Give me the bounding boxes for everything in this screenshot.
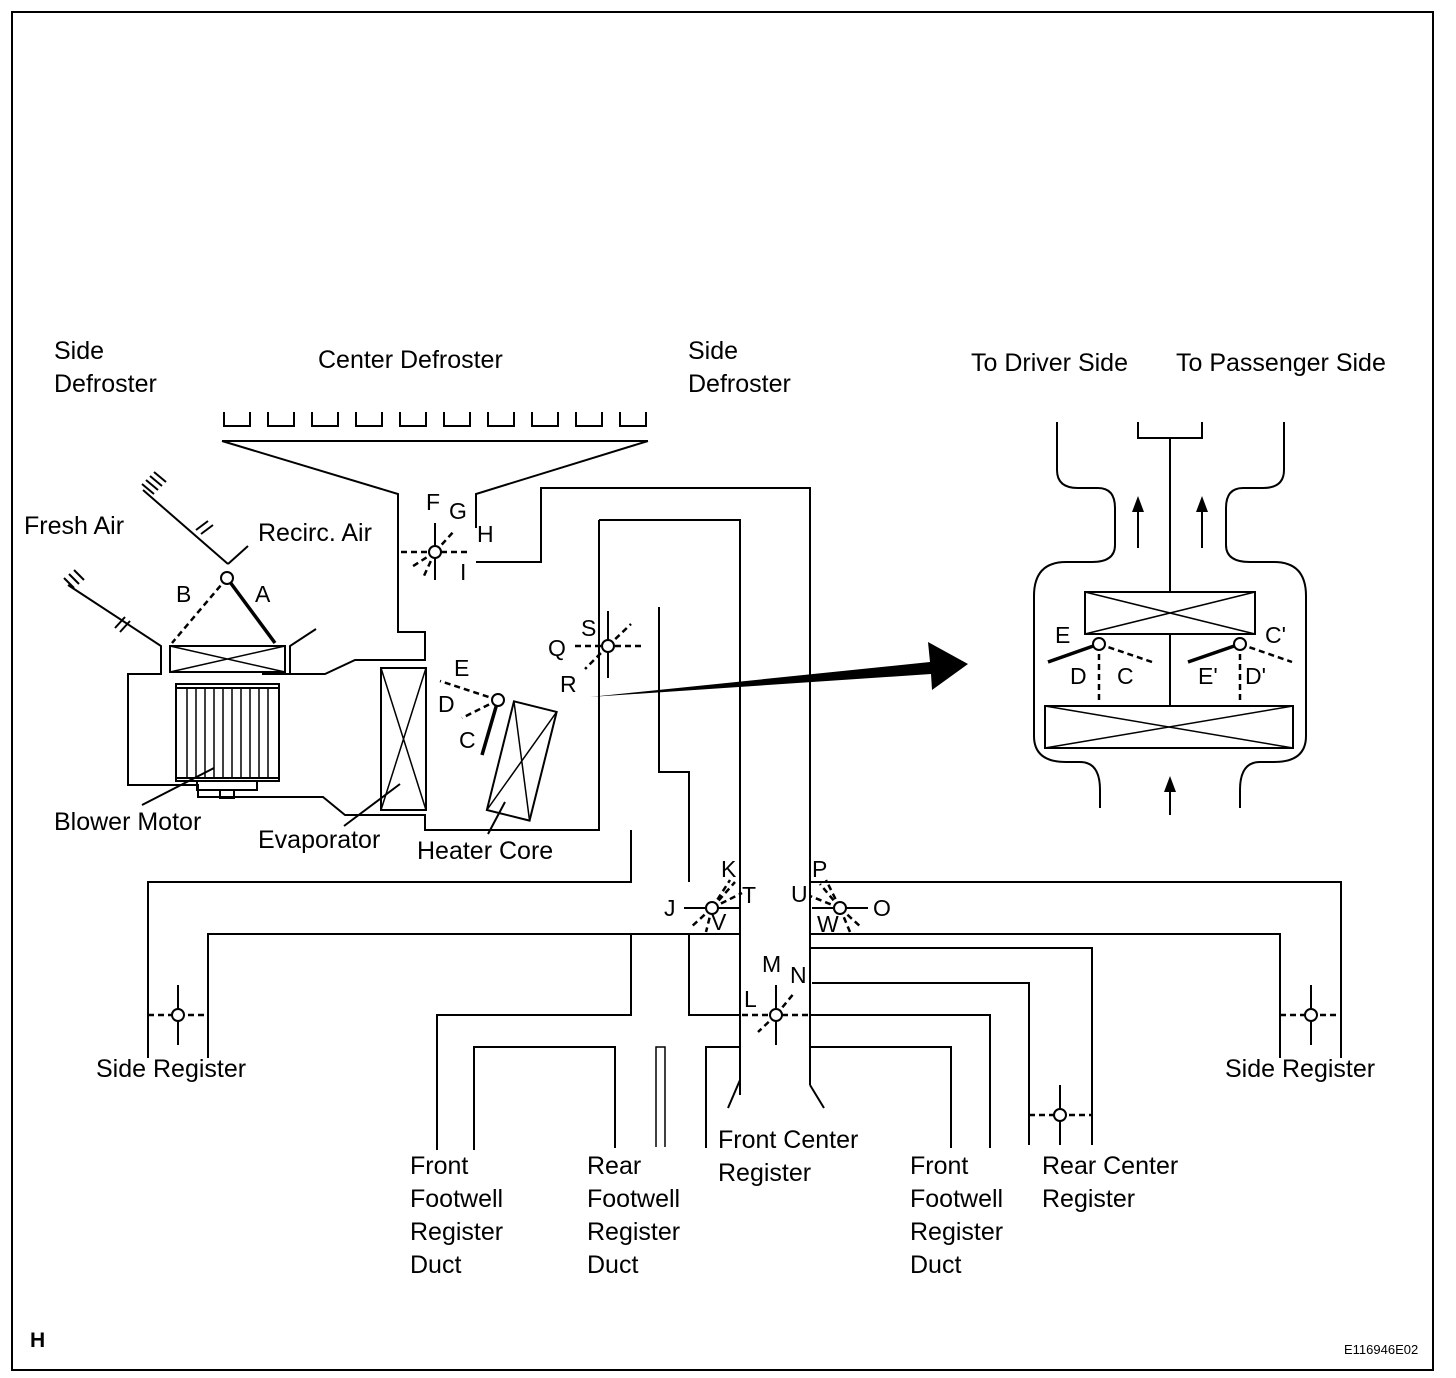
inset-door-letters: E D C C' E' D' [1055, 622, 1286, 689]
side-defroster-right-label-1: Side [688, 337, 738, 365]
inset-letter-c: C [1117, 663, 1134, 689]
side-register-left-label: Side Register [96, 1055, 246, 1083]
front-center-register-line2: Register [718, 1159, 811, 1187]
door-letter-k: K [721, 856, 737, 882]
inset-detail [1033, 422, 1307, 815]
front-footwell-right-line1: Front [910, 1152, 968, 1180]
inset-letter-e: E [1055, 622, 1070, 648]
door-letter-h: H [477, 521, 494, 547]
hvac-case [147, 440, 1342, 1150]
center-defroster-label: Center Defroster [318, 346, 503, 374]
door-letter-l: L [744, 986, 757, 1012]
intake-section [63, 471, 317, 799]
to-driver-side-label: To Driver Side [971, 349, 1128, 377]
door-letter-o: O [873, 895, 891, 921]
front-footwell-left-line3: Register [410, 1218, 503, 1246]
air-filter [169, 645, 286, 673]
door-letter-v: V [711, 909, 727, 935]
side-defroster-left-label-2: Defroster [54, 370, 157, 398]
lmn-door [742, 985, 810, 1045]
front-footwell-left-line4: Duct [410, 1251, 461, 1279]
front-footwell-right-line2: Footwell [910, 1185, 1003, 1213]
door-letter-s: S [581, 615, 596, 641]
door-letter-p: P [812, 856, 827, 882]
jktv-door [684, 879, 743, 933]
front-footwell-left-line1: Front [410, 1152, 468, 1180]
leader-lines [141, 767, 506, 835]
upwo-door [809, 879, 868, 933]
blower-motor [175, 683, 280, 799]
door-letter-e: E [454, 655, 469, 681]
door-letter-u: U [791, 881, 808, 907]
side-defroster-right-label-2: Defroster [688, 370, 791, 398]
door-letter-d: D [438, 691, 455, 717]
left-side-register-damper [148, 985, 208, 1045]
right-side-register-damper [1280, 985, 1341, 1045]
side-defroster-left-label-1: Side [54, 337, 104, 365]
rear-center-register-line2: Register [1042, 1185, 1135, 1213]
door-letter-q: Q [548, 635, 566, 661]
door-letter-f: F [426, 489, 440, 515]
front-footwell-left-line2: Footwell [410, 1185, 503, 1213]
to-passenger-side-label: To Passenger Side [1176, 349, 1386, 377]
defroster-door [401, 523, 470, 580]
door-letter-c: C [459, 727, 476, 753]
recirc-air-label: Recirc. Air [258, 519, 372, 547]
door-letter-j: J [664, 895, 676, 921]
front-footwell-right-line3: Register [910, 1218, 1003, 1246]
rear-footwell-line1: Rear [587, 1152, 641, 1180]
air-mix-door [439, 679, 505, 756]
door-letter-b: B [176, 581, 191, 607]
corner-code: H [30, 1329, 45, 1352]
side-register-right-label: Side Register [1225, 1055, 1375, 1083]
rear-footwell-line2: Footwell [587, 1185, 680, 1213]
inset-letter-d-prime: D' [1245, 663, 1266, 689]
rear-center-register-damper [1029, 1085, 1092, 1145]
figure-id: E116946E02 [1344, 1342, 1418, 1357]
front-footwell-right-line4: Duct [910, 1251, 961, 1279]
defroster-outlets [222, 412, 648, 442]
evaporator-label: Evaporator [258, 826, 380, 854]
evaporator [380, 667, 427, 811]
door-letter-m: M [762, 951, 781, 977]
door-letter-i: I [460, 559, 466, 585]
door-letter-w: W [817, 911, 839, 937]
rear-footwell-line4: Duct [587, 1251, 638, 1279]
door-letter-r: R [560, 671, 577, 697]
door-letters: B A F G H I E D C S Q R K T J V P U O W … [176, 489, 891, 1012]
front-center-register-line1: Front Center [718, 1126, 858, 1154]
qrs-door [575, 611, 643, 678]
inset-pointer-arrow [590, 642, 968, 697]
component-labels: Side Defroster Center Defroster Side Def… [24, 337, 1386, 1279]
door-letter-t: T [742, 882, 756, 908]
door-letter-g: G [449, 498, 467, 524]
inset-letter-c-prime: C' [1265, 622, 1286, 648]
diagram-frame [11, 11, 1434, 1371]
heater-core-label: Heater Core [417, 837, 553, 865]
fresh-air-label: Fresh Air [24, 512, 124, 540]
blower-motor-label: Blower Motor [54, 808, 201, 836]
door-letter-a: A [255, 581, 271, 607]
inset-letter-d: D [1070, 663, 1087, 689]
rear-footwell-line3: Register [587, 1218, 680, 1246]
heater-core [485, 700, 558, 822]
rear-center-register-line1: Rear Center [1042, 1152, 1178, 1180]
inset-letter-e-prime: E' [1198, 663, 1218, 689]
door-letter-n: N [790, 962, 807, 988]
